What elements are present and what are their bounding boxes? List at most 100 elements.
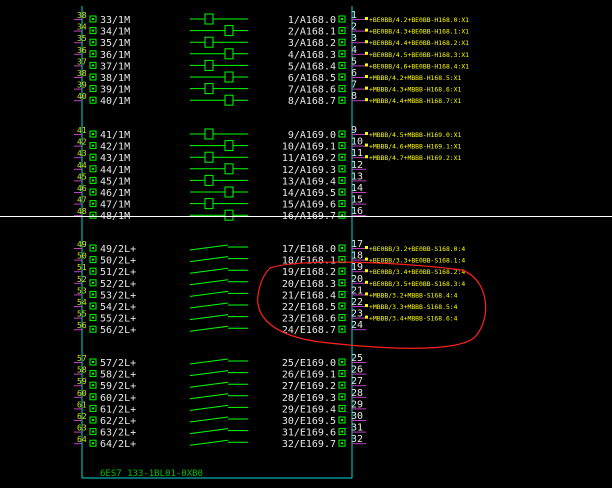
- right-terminal-dot: [341, 281, 343, 284]
- cross-reference-label[interactable]: +BE0BB/4.6+BE0BB-H168.4:X1: [369, 62, 469, 70]
- right-terminal-square: [338, 279, 346, 287]
- right-terminal-label: 12/A169.3: [282, 165, 336, 176]
- left-terminal-label: 43/1M: [100, 153, 130, 164]
- left-terminal-square: [89, 370, 97, 378]
- ref-marker-icon: [365, 86, 368, 90]
- right-terminal-label: 13/A169.4: [282, 176, 336, 187]
- output-coil-icon: [204, 174, 214, 186]
- cross-reference-label[interactable]: +BE0BB/3.5+BE0BB-S168.3:4: [369, 280, 465, 288]
- ref-marker-icon: [365, 257, 368, 261]
- right-terminal-number: 19: [351, 262, 363, 273]
- right-terminal-number: 16: [351, 206, 363, 217]
- right-terminal-label: 5/A168.4: [288, 61, 336, 72]
- right-terminal-dot: [341, 167, 343, 170]
- cross-reference-label[interactable]: +BE0BB/4.3+BE0BB-H168.1:X1: [369, 28, 469, 36]
- cross-reference-label[interactable]: +MBBB/4.7+MBBB-H169.2:X1: [369, 154, 461, 162]
- cross-reference-label[interactable]: +BE0BB/3.4+BE0BB-S168.2:4: [369, 268, 465, 276]
- left-terminal-number: 35: [77, 34, 87, 43]
- right-terminal-dot: [341, 293, 343, 296]
- cross-reference-label[interactable]: +MBBB/3.4+MBBB-S168.6:4: [369, 315, 458, 323]
- left-terminal-label: 34/1M: [100, 27, 130, 38]
- output-coil-icon: [224, 140, 234, 152]
- input-contact-icon: [189, 370, 229, 377]
- left-terminal-label: 51/2L+: [100, 267, 136, 278]
- ref-marker-icon: [365, 315, 368, 319]
- left-terminal-number: 41: [77, 126, 87, 135]
- input-contact-icon: [189, 314, 229, 321]
- left-terminal-square: [89, 200, 97, 208]
- right-terminal-number: 24: [351, 320, 363, 331]
- right-terminal-dot: [341, 179, 343, 182]
- right-terminal-square: [338, 50, 346, 58]
- left-terminal-dot: [92, 76, 94, 78]
- right-terminal-number: 21: [351, 285, 363, 296]
- right-terminal-square: [338, 370, 346, 378]
- redline-ellipse[interactable]: [257, 261, 487, 349]
- cross-reference-label[interactable]: +MBBB/3.3+MBBB-S168.5:4: [369, 303, 458, 311]
- cross-reference-label[interactable]: +BE0BB/4.2+BE0BB-H168.0:X1: [369, 16, 469, 24]
- left-terminal-number: 43: [77, 149, 87, 158]
- output-coil-icon: [204, 83, 214, 95]
- cross-reference-label[interactable]: +BE0BB/4.5+BE0BB-H168.3:X1: [369, 51, 469, 59]
- input-contact-icon: [189, 256, 229, 263]
- right-terminal-number: 14: [351, 183, 363, 194]
- left-terminal-dot: [92, 372, 94, 375]
- cross-reference-label[interactable]: +BE0BB/4.4+BE0BB-H168.2:X1: [369, 39, 469, 47]
- left-terminal-dot: [92, 29, 94, 32]
- cross-reference-label[interactable]: +BE0BB/3.3+BE0BB-S168.1:4: [369, 257, 465, 265]
- cross-reference-label[interactable]: +MBBB/3.2+MBBB-S168.4:4: [369, 291, 458, 299]
- left-terminal-number: 64: [77, 435, 87, 444]
- left-terminal-label: 38/1M: [100, 73, 130, 84]
- input-contact-icon: [189, 439, 229, 446]
- left-terminal-square: [89, 61, 97, 69]
- left-terminal-dot: [92, 328, 94, 331]
- cross-reference-label[interactable]: +MBBB/4.3+MBBB-H168.6:X1: [369, 86, 461, 94]
- right-terminal-dot: [341, 41, 343, 44]
- cross-reference-label[interactable]: +BE0BB/3.2+BE0BB-S168.0:4: [369, 245, 465, 253]
- left-terminal-square: [89, 188, 97, 196]
- module-part-number: 6ES7 133-1BL01-0XB0: [100, 469, 203, 479]
- left-terminal-square: [89, 176, 97, 184]
- cross-reference-label[interactable]: +MBBB/4.6+MBBB-H169.1:X1: [369, 143, 461, 151]
- left-terminal-square: [89, 290, 97, 298]
- cross-reference-label[interactable]: +MBBB/4.4+MBBB-H168.7:X1: [369, 97, 461, 105]
- right-terminal-label: 6/A168.5: [288, 73, 336, 84]
- right-terminal-label: 31/E169.6: [282, 428, 336, 439]
- cross-reference-label[interactable]: +MBBB/4.2+MBBB-H168.5:X1: [369, 74, 461, 82]
- cross-reference-label[interactable]: +MBBB/4.5+MBBB-H169.0:X1: [369, 131, 461, 139]
- right-terminal-square: [338, 358, 346, 366]
- left-terminal-number: 58: [77, 366, 87, 375]
